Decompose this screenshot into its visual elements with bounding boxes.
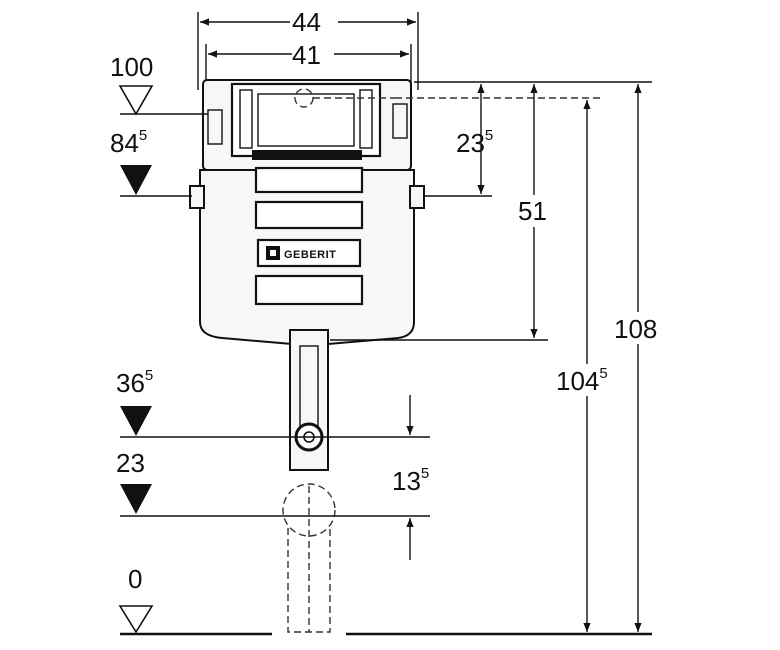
level-100-marker-icon — [118, 85, 154, 116]
width-44-label: 44 — [292, 7, 321, 37]
tank-height-label: 51 — [518, 196, 547, 226]
height-dimensions: 235 51 1045 108 — [330, 81, 666, 632]
level-36-label: 365 — [116, 367, 153, 398]
outlet-offset-label: 135 — [392, 465, 429, 496]
geberit-logo: GEBERIT — [256, 238, 362, 268]
level-0-marker-icon — [118, 605, 154, 634]
level-0-label: 0 — [128, 564, 142, 594]
logo-text: GEBERIT — [284, 249, 336, 261]
level-36-marker-icon — [120, 406, 152, 436]
width-dimensions: 44 41 — [197, 7, 419, 92]
pipe-height-label: 1045 — [556, 365, 608, 396]
cistern: GEBERIT — [189, 79, 425, 633]
level-23-marker-icon — [120, 484, 152, 514]
level-23-label: 23 — [116, 448, 145, 478]
level-84-label: 845 — [110, 127, 147, 158]
valve-depth-label: 235 — [456, 127, 493, 158]
level-84-marker-icon — [120, 165, 152, 195]
total-height-label: 108 — [614, 314, 657, 344]
level-100-label: 100 — [110, 52, 153, 82]
width-41-label: 41 — [292, 40, 321, 70]
level-markers: 100 845 365 23 0 — [110, 52, 652, 636]
outlet-offset-dimension: 135 — [392, 395, 429, 560]
